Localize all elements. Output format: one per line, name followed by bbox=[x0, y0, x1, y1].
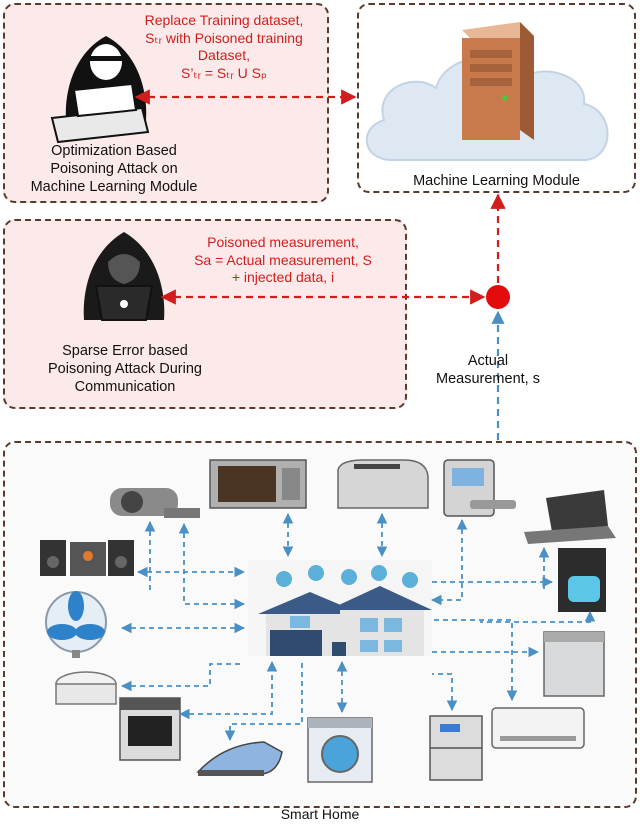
ml-module-label: Machine Learning Module bbox=[413, 173, 580, 189]
laptop-icon bbox=[524, 490, 616, 544]
washing-machine-icon bbox=[307, 717, 373, 783]
attack1-label-2: Poisoning Attack on bbox=[50, 161, 178, 178]
iron-icon bbox=[196, 741, 283, 776]
stereo-icon bbox=[40, 540, 134, 576]
attack1-line-1: Replace Training dataset, bbox=[144, 12, 304, 28]
microwave-icon bbox=[209, 459, 307, 509]
dishwasher-icon bbox=[543, 631, 605, 697]
coffee-maker-icon bbox=[558, 548, 606, 612]
attack2-label: Sparse Error based Poisoning Attack Duri… bbox=[20, 342, 230, 396]
link-oven bbox=[178, 660, 278, 720]
attack2-line-2: Sa = Actual measurement, S bbox=[194, 251, 372, 268]
link-lock bbox=[430, 518, 468, 606]
air-conditioner-icon bbox=[491, 707, 585, 749]
attack1-line-4: S’ₜᵣ = Sₜᵣ U Sₚ bbox=[181, 64, 267, 81]
attack1-line-3: Dataset, bbox=[197, 47, 251, 63]
attack1-label-3: Machine Learning Module bbox=[30, 179, 198, 196]
hacker-icon-1 bbox=[50, 36, 150, 144]
measurement-label: Actual Measurement, s bbox=[410, 352, 566, 388]
server-icon bbox=[462, 22, 534, 140]
measurement-label-2: Measurement, s bbox=[436, 371, 540, 388]
attack2-line-1: Poisoned measurement, bbox=[207, 234, 359, 250]
link-camera-2 bbox=[178, 522, 246, 610]
link-rice bbox=[120, 663, 244, 692]
link-coffee-2 bbox=[480, 610, 596, 623]
hacker-icon-2 bbox=[83, 232, 165, 321]
measurement-label-1: Actual bbox=[467, 353, 509, 369]
attack2-label-2: Poisoning Attack During bbox=[48, 361, 202, 378]
attack1-line-2: Sₜᵣ with Poisoned training bbox=[145, 29, 303, 46]
sparse-attack-box bbox=[3, 219, 407, 409]
oven-icon bbox=[119, 697, 181, 761]
link-ac bbox=[432, 619, 518, 702]
attack1-label: Optimization Based Poisoning Attack on M… bbox=[4, 142, 224, 196]
rice-cooker-icon bbox=[55, 671, 117, 705]
injection-node bbox=[486, 285, 510, 309]
attack2-description: Poisoned measurement, Sa = Actual measur… bbox=[168, 234, 398, 287]
link-iron bbox=[224, 662, 303, 742]
attack2-label-1: Sparse Error based bbox=[62, 343, 188, 359]
link-fridge bbox=[432, 673, 458, 712]
attack1-description: Replace Training dataset, Sₜᵣ with Poiso… bbox=[118, 12, 330, 82]
smart-home-label: Smart Home bbox=[280, 806, 360, 822]
attack2-label-3: Communication bbox=[74, 379, 176, 396]
smart-lock-icon bbox=[443, 459, 516, 517]
attack2-line-3: + injected data, i bbox=[231, 269, 335, 285]
cctv-camera-icon bbox=[110, 488, 200, 518]
toaster-icon bbox=[337, 459, 429, 509]
fridge-icon bbox=[429, 715, 483, 781]
fan-icon bbox=[45, 591, 107, 658]
attack1-label-1: Optimization Based bbox=[51, 143, 177, 159]
house-icon bbox=[248, 560, 432, 656]
